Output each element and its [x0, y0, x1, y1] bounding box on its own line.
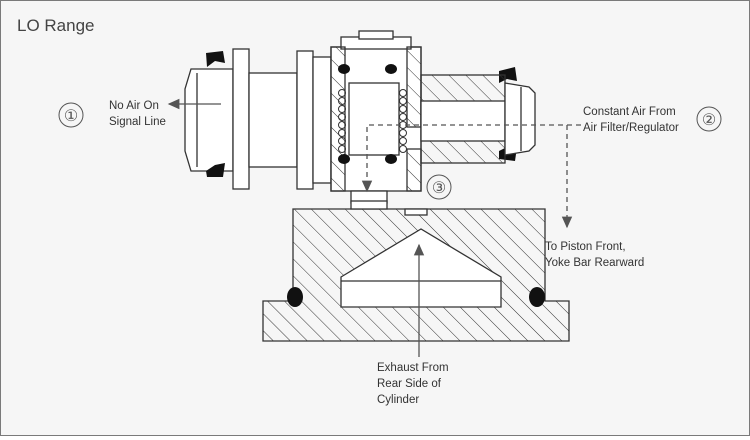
- lower-block: [262, 200, 570, 342]
- callout-1-line-1: No Air On: [109, 100, 159, 112]
- spring: [338, 89, 407, 153]
- valve-o-rings: [338, 64, 397, 164]
- flow-arrows: [167, 98, 581, 357]
- piston-label-line-1: To Piston Front,: [545, 241, 626, 253]
- block-seals: [287, 287, 545, 307]
- exhaust-label-line-2: Rear Side of: [377, 378, 442, 390]
- exhaust-label-line-1: Exhaust From: [377, 362, 449, 374]
- piston-label: To Piston Front, Yoke Bar Rearward: [545, 241, 644, 269]
- signal-fitting: [184, 48, 332, 190]
- valve-body: [330, 30, 422, 204]
- callout-2-line-2: Air Filter/Regulator: [583, 122, 679, 134]
- diagram-title: LO Range: [17, 16, 95, 35]
- exhaust-label: Exhaust From Rear Side of Cylinder: [377, 362, 449, 406]
- callout-1-line-2: Signal Line: [109, 116, 166, 128]
- callout-3: ③: [426, 174, 452, 200]
- callout-1-number: ①: [64, 108, 78, 125]
- exhaust-label-line-3: Cylinder: [377, 394, 419, 406]
- callout-3-number: ③: [432, 180, 446, 197]
- air-inlet-fitting: [420, 74, 536, 164]
- callout-2: ② Constant Air From Air Filter/Regulator: [583, 106, 722, 134]
- callout-2-line-1: Constant Air From: [583, 106, 676, 118]
- piston-label-line-2: Yoke Bar Rearward: [545, 257, 644, 269]
- callout-1: ① No Air On Signal Line: [58, 100, 166, 128]
- callout-2-number: ②: [702, 112, 716, 129]
